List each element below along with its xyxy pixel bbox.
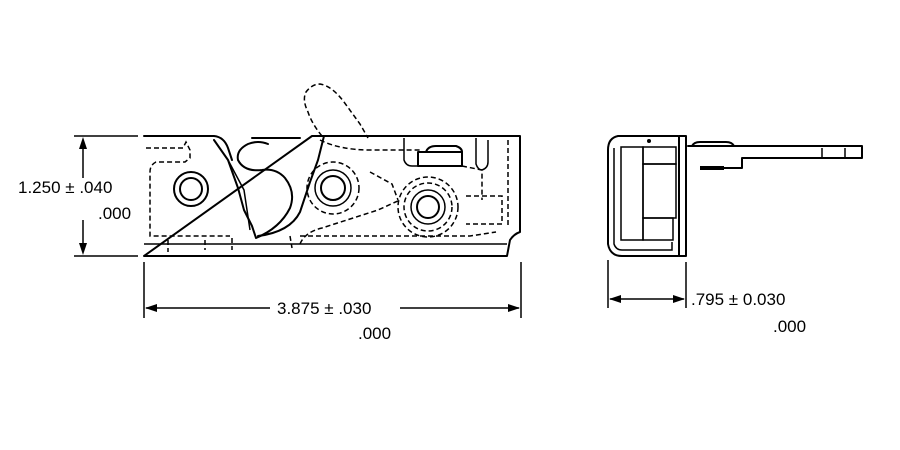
length-dim-line1: 3.875 ± .030 [277, 299, 371, 318]
left-pivot-outer [173, 171, 209, 207]
side-view [607, 135, 863, 257]
right-rotor-hidden [397, 176, 459, 238]
height-dim-line1: 1.250 ± .040 [18, 178, 112, 197]
right-pivot-inner [416, 195, 440, 219]
center-rotor-hidden [306, 161, 360, 215]
front-view [143, 83, 521, 257]
right-slot-hidden [466, 195, 503, 225]
side-lever-arm [687, 145, 863, 169]
housing-outline [143, 135, 521, 257]
center-pivot-inner [320, 175, 346, 201]
center-pivot-outer [314, 169, 352, 207]
side-inner-left [620, 146, 644, 241]
right-pivot-outer [410, 189, 446, 225]
depth-dim-line1: .795 ± 0.030 [691, 290, 785, 309]
left-pivot-inner [179, 177, 203, 201]
side-mounting-plate [678, 135, 687, 257]
height-dimension: 1.250 ± .040 .000 [18, 135, 138, 257]
height-dim-line2: .000 [98, 204, 131, 223]
spring-block [417, 151, 463, 167]
left-pocket-hidden [146, 140, 230, 237]
rotor-cam [257, 135, 325, 237]
depth-dim-line2: .000 [773, 317, 806, 336]
release-lever [303, 83, 369, 139]
claw [213, 139, 294, 239]
side-housing [607, 135, 679, 257]
length-dim-line2: .000 [358, 324, 391, 343]
length-dimension: 3.875 ± .030 .000 [143, 262, 522, 343]
depth-dimension: .795 ± 0.030 .000 [607, 260, 806, 336]
